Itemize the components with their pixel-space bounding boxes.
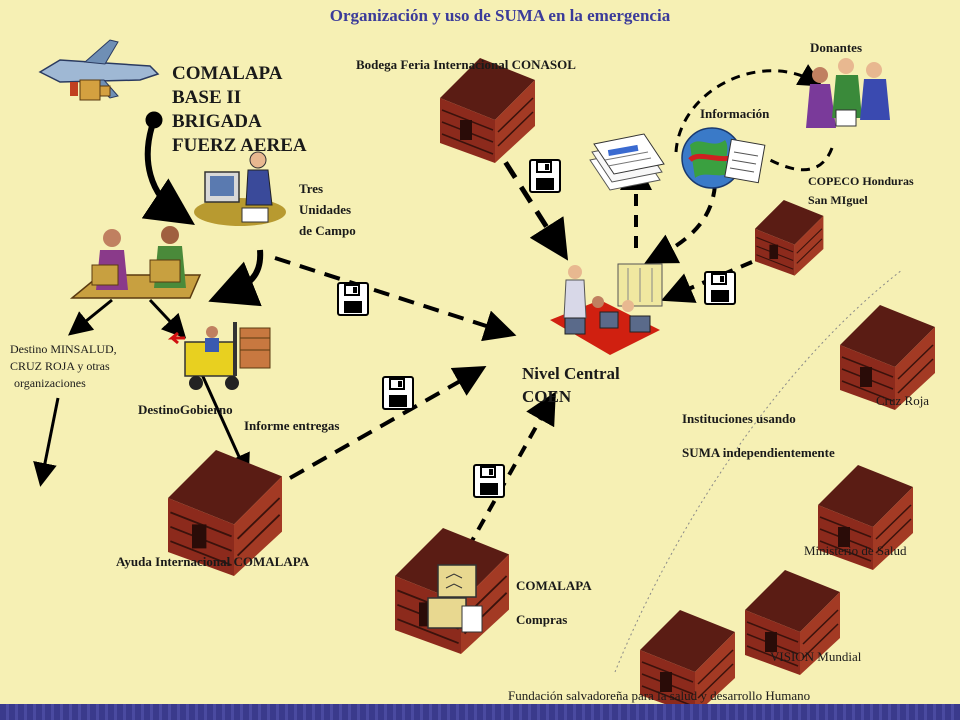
label-ministerio-salud: Ministerio de Salud	[804, 543, 907, 558]
arrow-donantes-to-globe	[769, 147, 834, 172]
warehouse-icon-copeco	[754, 199, 824, 277]
label-informe-entregas: Informe entregas	[244, 418, 340, 433]
computer-worker-icon	[194, 151, 286, 226]
boxes-icon	[427, 564, 483, 633]
arrow-globe-to-coen	[644, 184, 717, 264]
label-informacion: Información	[700, 106, 770, 121]
floppy-disk-icon	[704, 271, 736, 305]
arrow-info-to-donantes	[674, 64, 823, 153]
arrow-ayuda-to-coen	[289, 366, 487, 480]
arrow-bodega-to-coen	[487, 136, 569, 261]
label-nivel-central: Nivel Central COEN	[522, 364, 620, 406]
floppy-disk-icon	[529, 159, 561, 193]
label-donantes: Donantes	[810, 40, 863, 55]
floppy-disk-icon	[337, 282, 369, 316]
globe-icon	[681, 127, 766, 189]
label-instituciones: Instituciones usando SUMA independientem…	[682, 411, 835, 460]
bottom-bar	[0, 704, 960, 720]
arrow-gobierno-to-ayuda	[198, 369, 250, 479]
arrow-minsalud-down	[33, 397, 60, 487]
control-room-icon	[550, 263, 663, 355]
arrow-unidades-to-gobierno	[208, 249, 264, 307]
label-comalapa-base: COMALAPA BASE II BRIGADA FUERZ AEREA	[172, 63, 307, 156]
label-destino-minsalud: Destino MINSALUD, CRUZ ROJA y otras orga…	[10, 342, 117, 390]
arrow-unidades-to-coen	[274, 256, 517, 342]
label-ayuda-internacional: Ayuda Internacional COMALAPA	[116, 554, 310, 569]
warehouse-icon-bodega	[439, 57, 536, 164]
workers-icon	[69, 226, 202, 299]
arrow-compras-to-coen	[466, 391, 556, 549]
label-fundacion: Fundación salvadoreña para la salud y de…	[508, 688, 811, 703]
label-cruz-roja: Cruz Roja	[876, 393, 930, 408]
label-copeco: COPECO Honduras San MIguel	[808, 174, 914, 207]
people-icon	[806, 58, 890, 128]
arrow-to-minsalud	[68, 298, 113, 336]
flow-arrows	[33, 64, 903, 673]
arrow-to-gobierno	[148, 298, 187, 339]
label-comalapa-compras: COMALAPA Compras	[516, 578, 592, 627]
arrow-base-to-unidades	[141, 119, 195, 225]
label-tres-unidades: Tres Unidades de Campo	[299, 181, 356, 238]
floppy-disk-icon	[473, 464, 505, 498]
airplane-icon	[38, 39, 160, 101]
label-destino-gobierno: DestinoGobierno	[138, 402, 233, 417]
page-title: Organización y uso de SUMA en la emergen…	[329, 6, 671, 25]
label-bodega: Bodega Feria Internacional CONASOL	[356, 57, 576, 72]
floppy-disk-icon	[382, 376, 414, 410]
documents-icon	[589, 133, 665, 191]
forklift-icon	[167, 322, 271, 390]
label-vision-mundial: VISION Mundial	[770, 649, 862, 664]
